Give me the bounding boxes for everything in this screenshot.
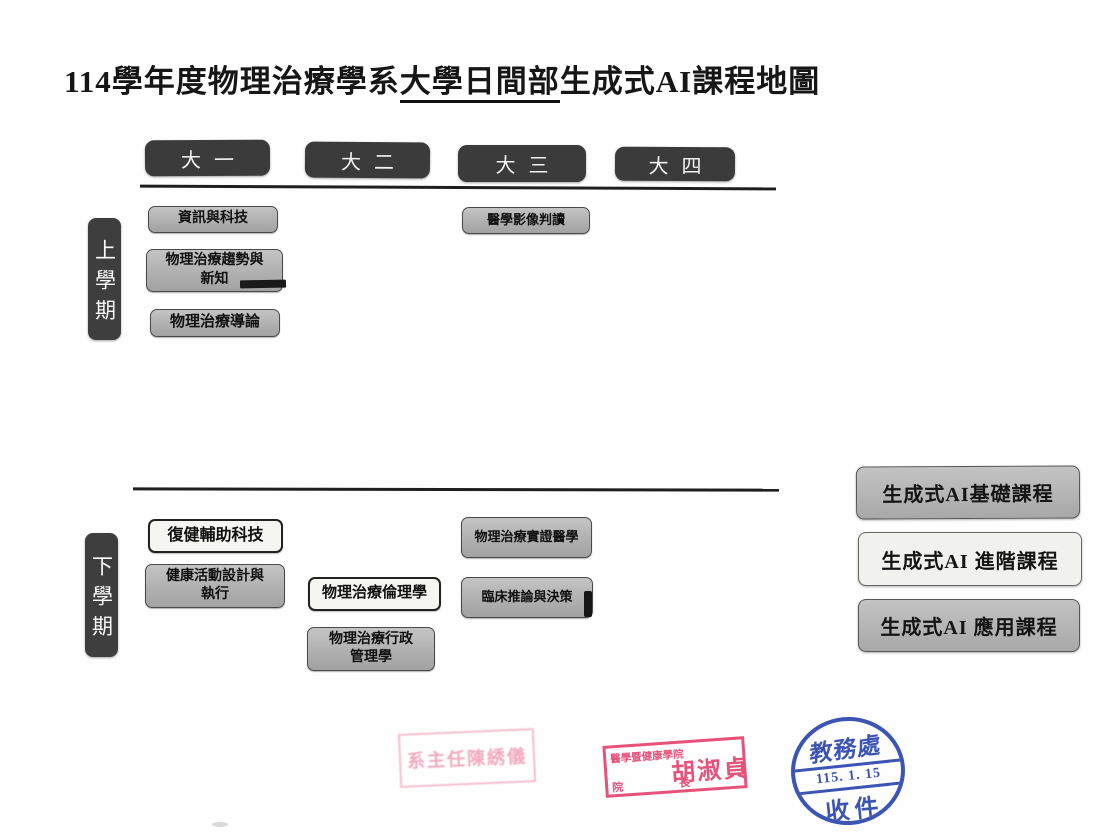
title-part1: 114學年度物理治療學系 (64, 64, 400, 99)
academic-affairs-received-stamp: 教務處 115. 1. 15 收件 (785, 711, 911, 831)
year-header-1: 大一 (144, 139, 271, 177)
course-box: 健康活動設計與 執行 (145, 564, 285, 608)
course-box: 臨床推論與決策 (461, 577, 593, 618)
dean-stamp-role-left: 院 (611, 781, 624, 795)
course-box: 物理治療倫理學 (308, 577, 441, 611)
ink-underline-mark (239, 279, 287, 289)
dean-stamp: 醫學暨健康學院 院 長 胡淑貞 (602, 736, 751, 798)
page-title: 114學年度物理治療學系大學日間部生成式AI課程地圖 (64, 56, 821, 103)
title-underlined-segment: 大學日間部 (399, 64, 560, 103)
course-box: 物理治療實證醫學 (461, 517, 592, 558)
year-header-3: 大三 (458, 145, 586, 182)
semester-label-first: 上學期 (88, 218, 121, 340)
legend-item-applied: 生成式AI 應用課程 (858, 599, 1080, 652)
course-box: 復健輔助科技 (148, 519, 283, 553)
legend-item-basic: 生成式AI基礎課程 (855, 465, 1081, 520)
semester-label-second: 下學期 (85, 533, 118, 657)
scan-smudge (212, 822, 228, 827)
received-date: 115. 1. 15 (815, 765, 882, 788)
course-box: 醫學影像判讀 (462, 207, 590, 234)
course-box: 資訊與科技 (148, 206, 278, 233)
received-label: 收件 (824, 794, 885, 827)
semester-divider-line (132, 487, 780, 492)
title-part2: 生成式AI課程地圖 (559, 64, 821, 99)
ink-tick-mark (584, 591, 592, 617)
course-box: 物理治療趨勢與 新知 (146, 249, 283, 292)
course-box: 物理治療行政 管理學 (307, 627, 435, 671)
department-head-stamp: 系主任陳綉儀 (397, 728, 537, 788)
legend-item-advanced: 生成式AI 進階課程 (858, 532, 1082, 586)
course-box: 物理治療導論 (150, 309, 280, 337)
dean-stamp-name: 胡淑貞 (670, 755, 751, 788)
year-header-4: 大四 (614, 146, 736, 182)
department-head-stamp-text: 系主任陳綉儀 (406, 746, 528, 772)
year-header-2: 大二 (304, 141, 431, 179)
semester-divider-line (139, 184, 777, 191)
